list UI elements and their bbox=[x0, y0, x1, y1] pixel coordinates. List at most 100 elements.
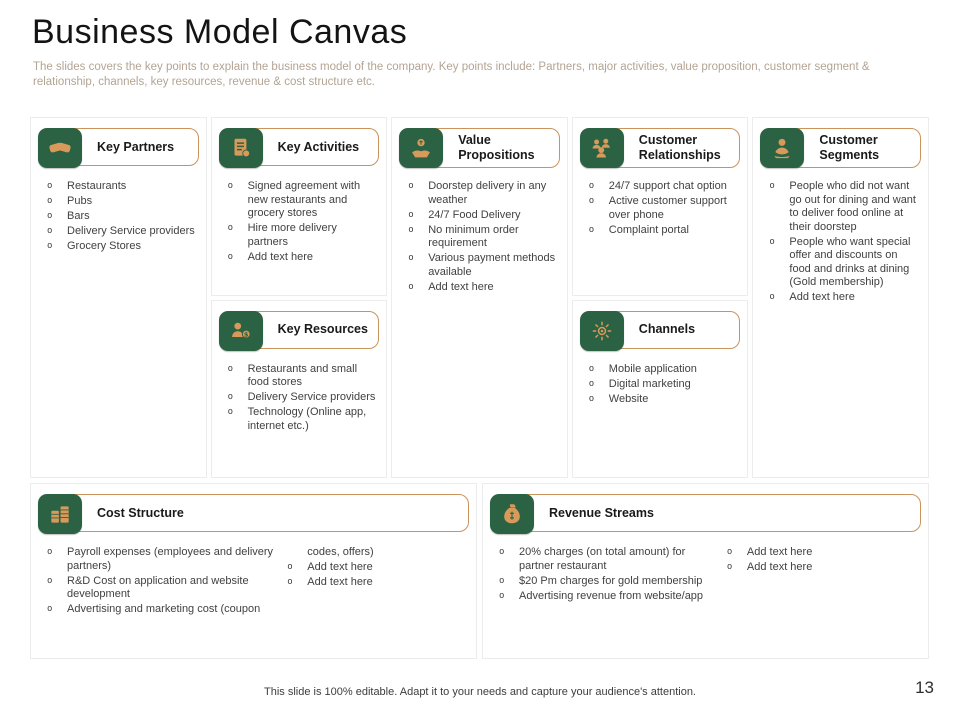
bullet: o bbox=[588, 363, 595, 374]
bullet: o bbox=[588, 378, 595, 389]
bullet: o bbox=[769, 181, 775, 191]
bullet: o bbox=[47, 226, 53, 236]
key-activities-header: Key Activities bbox=[218, 128, 380, 168]
customer-segments-header: Customer Segments bbox=[760, 128, 921, 168]
list-item-continuation: codes, offers) bbox=[285, 546, 467, 560]
revenue-streams-header: Revenue Streams bbox=[490, 494, 921, 534]
bullet: o bbox=[408, 281, 414, 292]
bullet: o bbox=[588, 181, 595, 191]
channels-header: Channels bbox=[579, 310, 741, 351]
bullet: o bbox=[408, 209, 414, 220]
key-resources-header: Key Resources $ bbox=[218, 310, 380, 351]
people-group-icon bbox=[579, 128, 624, 168]
bullet: o bbox=[227, 181, 234, 191]
bullet: o bbox=[769, 292, 775, 302]
list-item: o$20 Pm charges for gold membership bbox=[499, 574, 703, 587]
bullet: o bbox=[499, 590, 505, 601]
revenue-streams-header-box: Revenue Streams bbox=[506, 494, 921, 532]
page-title: Business Model Canvas bbox=[32, 13, 408, 51]
bullet: o bbox=[47, 181, 53, 191]
bullet: o bbox=[588, 224, 595, 235]
key-partners-header: Key Partners bbox=[38, 128, 199, 168]
handshake-icon bbox=[38, 128, 82, 168]
bullet: o bbox=[726, 547, 733, 557]
cost-structure-header: Cost Structure bbox=[38, 494, 469, 534]
section-title: Key Partners bbox=[97, 139, 175, 154]
bullet: o bbox=[287, 577, 293, 587]
bullet: o bbox=[408, 181, 414, 191]
bullet: o bbox=[227, 223, 234, 233]
bullet: o bbox=[47, 547, 53, 557]
bullet: o bbox=[47, 604, 53, 614]
bullet: o bbox=[287, 562, 293, 572]
bullet: o bbox=[408, 224, 414, 235]
bullet: o bbox=[227, 392, 234, 402]
bullet: o bbox=[588, 196, 595, 206]
value-propositions-header: Value Propositions bbox=[399, 128, 560, 168]
coin-stacks-icon bbox=[38, 494, 82, 534]
bullet: o bbox=[499, 547, 505, 557]
scroll-icon bbox=[218, 128, 263, 168]
section-title: Revenue Streams bbox=[549, 505, 654, 520]
customer-relationships-header: Customer Relationships bbox=[579, 128, 741, 168]
bullet: o bbox=[726, 562, 733, 572]
bullet-spacer bbox=[285, 546, 307, 560]
bullet: o bbox=[47, 211, 53, 221]
section-title: Customer Relationships bbox=[638, 133, 721, 162]
starburst-icon bbox=[579, 310, 624, 351]
section-title: Key Activities bbox=[277, 139, 360, 154]
cost-structure-header-box: Cost Structure bbox=[54, 494, 469, 532]
bullet: o bbox=[47, 196, 53, 206]
svg-text:$: $ bbox=[244, 330, 249, 338]
page-number: 13 bbox=[915, 678, 934, 697]
